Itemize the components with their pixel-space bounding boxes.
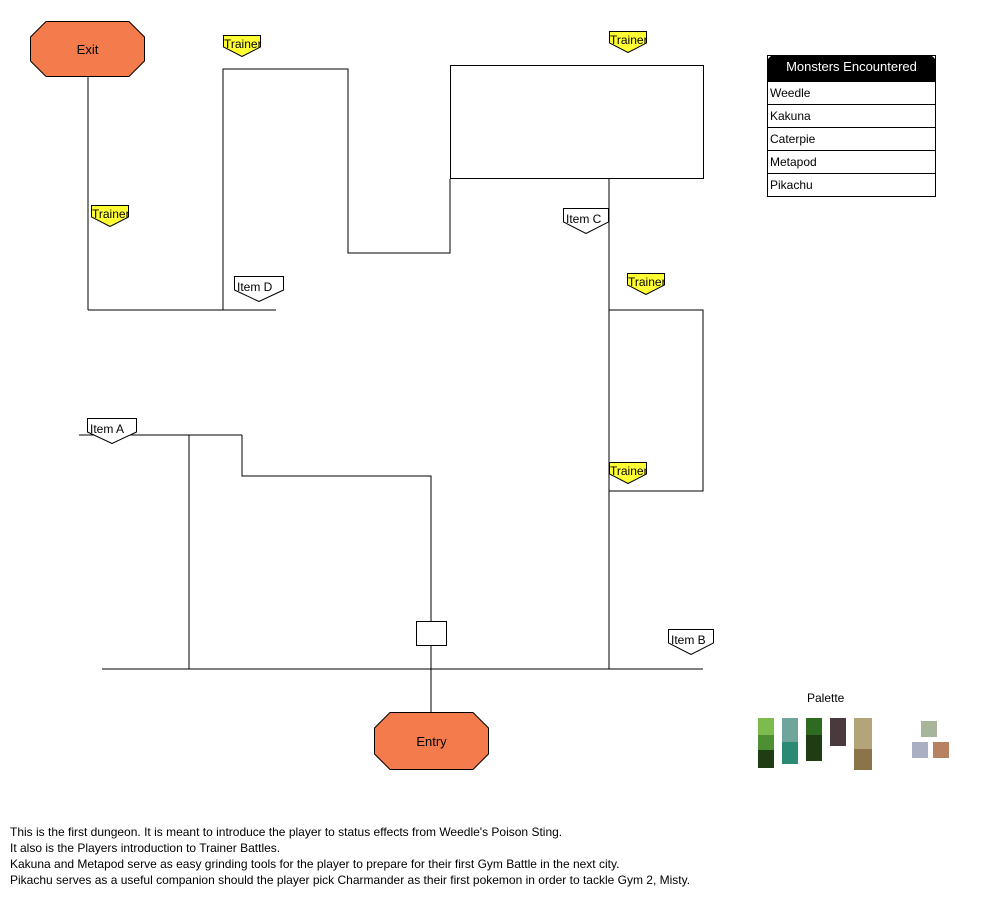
entry-octagon-shape [374,712,489,770]
palette-swatch-sage [921,721,937,737]
trainer-label: Trainer [92,207,129,221]
room-top-right [450,65,704,179]
monster-row: Pikachu [768,173,935,196]
trainer-label: Trainer [610,33,647,47]
trainer-shape [223,35,261,57]
trainer-shape [627,273,665,295]
path-right-room [609,309,704,492]
note-line: It also is the Players introduction to T… [10,841,281,855]
monster-row: Kakuna [768,104,935,127]
entry-label: Entry [416,733,447,749]
trainer-marker: Trainer [223,35,261,57]
palette-swatch-clay [933,742,949,758]
palette-swatch-dark-green [806,718,822,761]
exit-node: Exit [30,21,145,77]
exit-octagon-shape [30,21,145,77]
monster-row: Caterpie [768,127,935,150]
design-notes: This is the first dungeon. It is meant t… [10,824,690,888]
item-shape [234,276,284,302]
trainer-shape [609,31,647,53]
trainer-marker: Trainer [627,273,665,295]
palette-swatch-tan [854,718,872,770]
trainer-label: Trainer [224,37,261,51]
monster-row: Metapod [768,150,935,173]
item-label: Item A [90,422,125,436]
item-marker: Item D [234,276,284,302]
trainer-marker: Trainer [609,462,647,484]
item-shape [668,629,714,655]
monsters-table-title: Monsters Encountered [767,55,936,81]
trainer-label: Trainer [610,464,647,478]
item-marker: Item A [87,418,137,444]
trainer-shape [609,462,647,484]
item-marker: Item B [668,629,714,655]
item-label: Item C [566,212,602,226]
trainer-shape [91,205,129,227]
trainer-marker: Trainer [91,205,129,227]
exit-label: Exit [76,41,99,57]
palette-swatch-green [758,718,774,768]
note-line: Pikachu serves as a useful companion sho… [10,873,691,887]
palette-swatch-grey-blue [912,742,928,758]
item-label: Item D [237,280,273,294]
palette-title: Palette [807,691,845,705]
item-shape [87,418,137,444]
item-shape [563,208,609,234]
trainer-label: Trainer [628,275,665,289]
path-lower-loop [241,435,432,621]
palette-swatches [758,718,949,770]
note-line: Kakuna and Metapod serve as easy grindin… [10,857,620,871]
path-upper-loop [222,68,451,310]
trainer-marker: Trainer [609,31,647,53]
junction-box [416,621,447,646]
palette-swatch-teal [782,718,798,764]
note-line: This is the first dungeon. It is meant t… [10,825,563,839]
item-marker: Item C [563,208,609,234]
palette-swatch-brown [830,718,846,746]
monster-row: Weedle [768,81,935,104]
item-label: Item B [671,633,706,647]
entry-node: Entry [374,712,489,770]
monsters-encountered-table: Monsters Encountered Weedle Kakuna Cater… [767,55,936,197]
